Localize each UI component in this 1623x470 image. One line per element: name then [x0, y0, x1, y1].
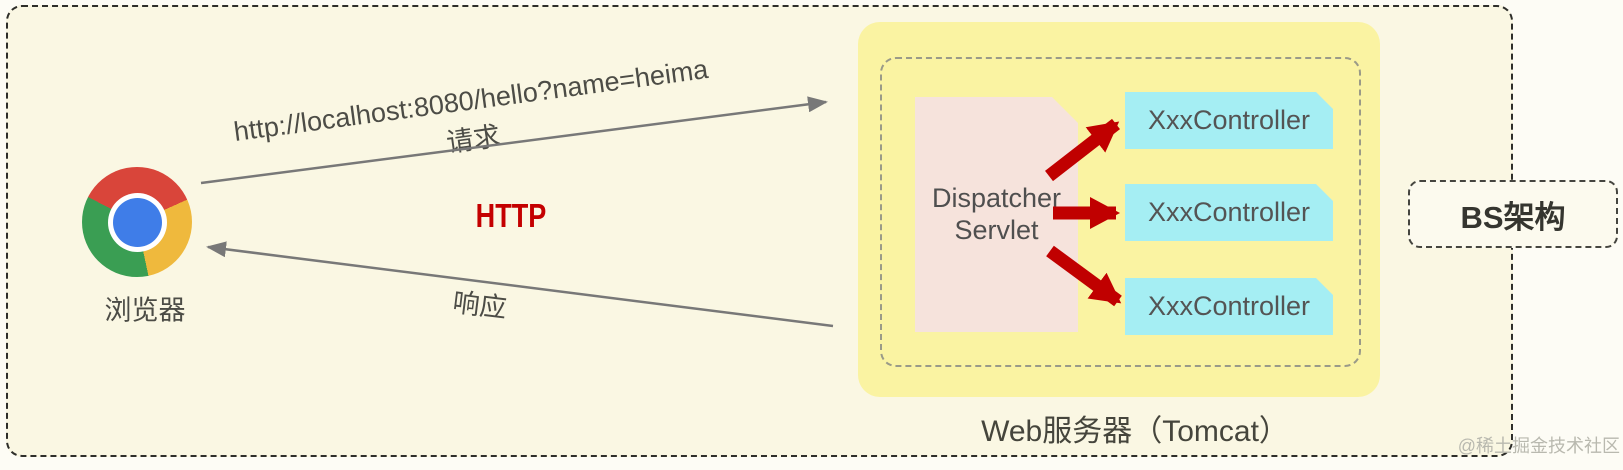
server-caption: Web服务器（Tomcat） — [981, 415, 1289, 448]
bs-architecture-tag: BS架构 — [1408, 180, 1618, 248]
controller-label: XxxController — [1147, 291, 1311, 321]
controller-box-1: XxxController — [1125, 92, 1333, 149]
response-label: 响应 — [451, 287, 509, 324]
chrome-icon-center — [112, 197, 162, 247]
http-protocol-label: HTTP — [475, 197, 547, 234]
controller-box-2: XxxController — [1125, 184, 1333, 241]
controller-label: XxxController — [1147, 197, 1311, 227]
dispatcher-servlet-box: Dispatcher Servlet — [915, 97, 1078, 332]
chrome-icon-ring — [107, 192, 167, 252]
dispatcher-servlet-label: Dispatcher Servlet — [931, 182, 1062, 245]
juejin-watermark: @稀土掘金技术社区 — [1457, 436, 1620, 456]
controller-box-3: XxxController — [1125, 278, 1333, 335]
request-label: 请求 — [444, 120, 503, 159]
server-inner-dashed-border — [880, 57, 1361, 367]
controller-label: XxxController — [1147, 105, 1311, 135]
chrome-browser-icon — [82, 167, 192, 277]
bs-architecture-label: BS架构 — [1460, 199, 1566, 235]
browser-label: 浏览器 — [104, 295, 186, 326]
